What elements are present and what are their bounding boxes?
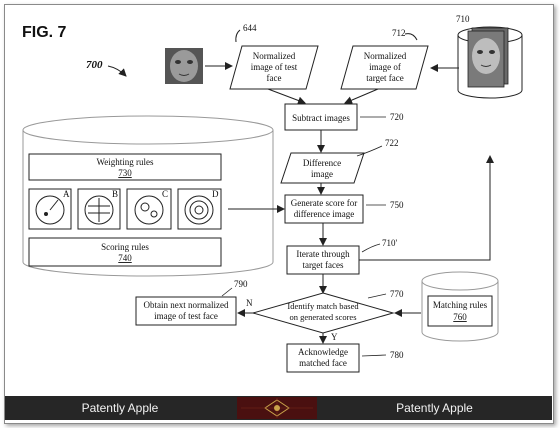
matching-rules-label: Matching rules (433, 300, 488, 310)
footer-brand-left: Patently Apple (81, 401, 159, 415)
yes-branch-label: Y (331, 332, 338, 342)
panel-b-label: B (112, 189, 118, 199)
diagram-ref: 700 (86, 59, 103, 71)
generate-ref: 750 (390, 200, 404, 210)
panel-d: D (177, 188, 222, 230)
iterate-node: Iterate through target faces (286, 245, 360, 275)
target-to-subtract-arrow (344, 88, 379, 104)
weighting-rules-ref: 730 (118, 168, 132, 178)
difference-node: Difference image (280, 152, 365, 184)
test-to-subtract-arrow (267, 88, 306, 105)
scoring-rules-box: Scoring rules 740 (28, 237, 222, 267)
obtain-next-node: Obtain next normalized image of test fac… (135, 296, 237, 326)
target-face-ref: 712 (392, 28, 406, 38)
panel-b: B (77, 188, 121, 230)
test-face-line-3: face (267, 73, 282, 83)
acknowledge-ref: 780 (390, 350, 404, 360)
target-db-ref: 710 (456, 14, 470, 24)
difference-ref: 722 (385, 138, 399, 148)
subtract-ref: 720 (390, 112, 404, 122)
acknowledge-line-1: Acknowledge (298, 347, 348, 357)
obtain-next-ref: 790 (234, 279, 248, 289)
iterate-ref: 710' (382, 238, 398, 248)
acknowledge-line-2: matched face (299, 358, 347, 368)
footer-brand-right: Patently Apple (396, 401, 473, 415)
obtain-next-line-2: image of test face (154, 311, 218, 321)
footer-logo-image (237, 397, 317, 419)
iterate-loop-arrow (359, 155, 494, 261)
identify-ref-leader (367, 293, 387, 299)
test-face-ref-leader (235, 29, 241, 43)
difference-line-2: image (311, 169, 333, 179)
acknowledge-node: Acknowledge matched face (286, 343, 360, 373)
target-face-ref-leader (404, 33, 418, 41)
target-face-node: Normalized image of target face (340, 45, 429, 90)
test-face-image (165, 48, 203, 84)
target-face-line-3: target face (366, 73, 404, 83)
scoring-rules-ref: 740 (118, 253, 132, 263)
difference-line-1: Difference (303, 158, 341, 168)
iterate-ref-leader (361, 243, 381, 253)
test-face-ref: 644 (243, 23, 257, 33)
footer-bar: Patently Apple Patently Apple (5, 396, 552, 420)
weighting-rules-box: Weighting rules 730 (28, 153, 222, 181)
weighting-rules-label: Weighting rules (96, 157, 154, 167)
identify-decision: Identify match based on generated scores (251, 292, 395, 334)
obtain-next-ref-leader (221, 287, 233, 297)
target-face-line-1: Normalized (364, 51, 407, 61)
panel-a-label: A (63, 189, 70, 199)
panel-c-label: C (162, 189, 168, 199)
matching-rules-database: Matching rules 760 (421, 271, 499, 342)
test-face-line-1: Normalized (253, 51, 296, 61)
iterate-line-1: Iterate through (296, 249, 350, 259)
no-branch-label: N (246, 298, 253, 308)
test-face-node: Normalized image of test face (229, 45, 319, 90)
difference-ref-leader (356, 145, 383, 157)
target-face-database (457, 26, 523, 99)
subtract-node: Subtract images (284, 103, 358, 131)
target-face-line-2: image of (369, 62, 401, 72)
generate-line-2: difference image (294, 209, 355, 219)
test-face-line-2: image of test (251, 62, 298, 72)
figure-label: FIG. 7 (22, 24, 67, 41)
diagram-ref-arrow (107, 65, 127, 77)
matching-rules-ref: 760 (453, 312, 467, 322)
panel-d-label: D (212, 189, 219, 199)
generate-score-node: Generate score for difference image (284, 194, 364, 224)
obtain-next-line-1: Obtain next normalized (144, 300, 229, 310)
scoring-rules-label: Scoring rules (101, 242, 149, 252)
identify-ref: 770 (390, 289, 404, 299)
identify-line-2: on generated scores (289, 312, 356, 322)
panel-a: A (28, 188, 72, 230)
panel-c: C (126, 188, 172, 230)
acknowledge-ref-leader (361, 354, 387, 357)
identify-line-1: Identify match based (287, 301, 359, 311)
iterate-line-2: target faces (302, 260, 344, 270)
generate-line-1: Generate score for (291, 198, 357, 208)
subtract-label: Subtract images (292, 113, 350, 123)
